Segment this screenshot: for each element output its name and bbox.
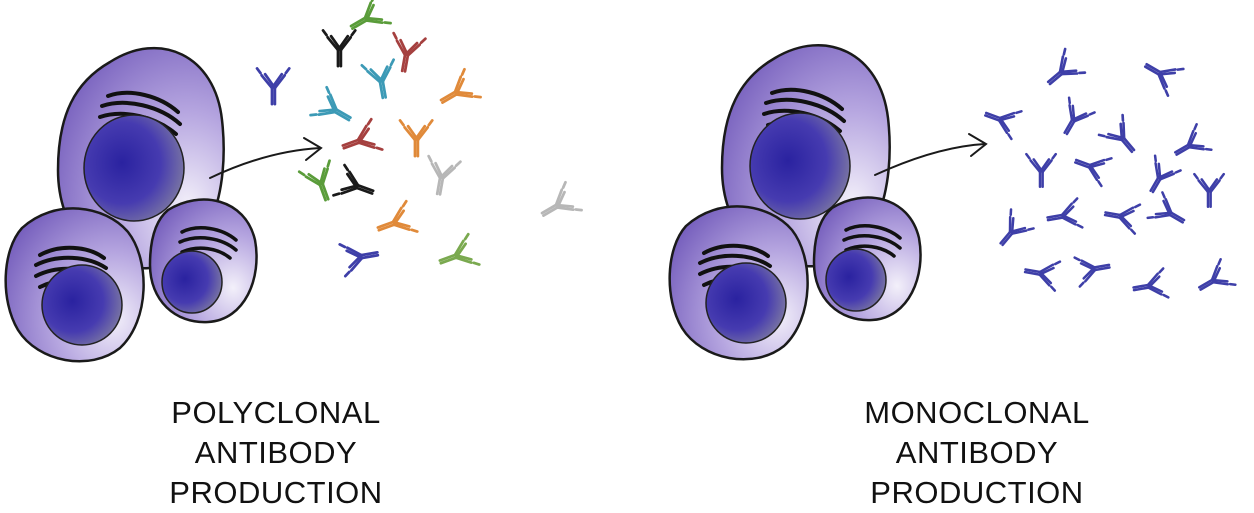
antibody-icon — [392, 31, 427, 73]
nucleus — [83, 114, 185, 222]
nucleus — [41, 264, 123, 346]
antibody-icon — [1046, 47, 1087, 86]
antibody-icon — [1149, 154, 1182, 194]
caption-line: MONOCLONAL — [864, 395, 1090, 430]
antibody-icon — [1103, 203, 1142, 235]
caption-line: POLYCLONAL — [171, 395, 381, 430]
antibody-icon — [321, 29, 357, 68]
antibody-icon — [1097, 113, 1136, 154]
antibody-icon — [1046, 197, 1084, 229]
antibody-icon — [360, 58, 395, 100]
caption-line: PRODUCTION — [870, 475, 1084, 510]
nucleus — [749, 112, 851, 220]
antibody-icon — [341, 117, 384, 151]
plasma-cell — [148, 198, 258, 324]
antibody-icon — [439, 67, 482, 104]
antibody-icon — [999, 208, 1035, 247]
antibody-icon — [1132, 267, 1170, 299]
antibody-icon — [1023, 260, 1062, 292]
antibody-icon — [1174, 122, 1213, 156]
polyclonal-panel — [4, 0, 583, 363]
antibody-icon — [332, 163, 375, 197]
secretion-arrow — [874, 133, 988, 176]
antibody-icon — [1063, 96, 1096, 136]
polyclonal-antibody-cloud — [255, 0, 583, 278]
antibody-icon — [1074, 157, 1113, 188]
antibody-icon — [349, 0, 392, 30]
monoclonal-antibody-cloud — [984, 47, 1237, 299]
polyclonal-caption: POLYCLONAL ANTIBODY PRODUCTION — [111, 393, 441, 513]
antibody-icon — [255, 67, 291, 106]
caption-line: ANTIBODY — [895, 435, 1059, 470]
caption-line: PRODUCTION — [169, 475, 383, 510]
antibody-icon — [398, 119, 434, 158]
plasma-cell — [4, 207, 145, 363]
plasma-cell — [812, 196, 922, 322]
antibody-icon — [1193, 172, 1226, 208]
monoclonal-panel — [668, 43, 1237, 361]
antibody-icon — [984, 110, 1023, 141]
antibody-icon — [1025, 152, 1058, 188]
nucleus — [705, 262, 787, 344]
antibody-icon — [338, 243, 380, 278]
antibody-icon — [1143, 62, 1185, 97]
antibody-icon — [376, 199, 419, 233]
antibody-icon — [1146, 191, 1186, 224]
antibody-icon — [540, 180, 583, 217]
antibody-icon — [438, 232, 481, 266]
caption-line: ANTIBODY — [194, 435, 358, 470]
golgi-stacks — [178, 226, 238, 260]
antibody-icon — [427, 154, 462, 196]
antibody-icon — [309, 85, 352, 122]
plasma-cell — [668, 205, 809, 361]
nucleus — [825, 248, 887, 312]
nucleus — [161, 250, 223, 314]
antibody-icon — [1073, 256, 1111, 288]
antibody-icon — [1198, 257, 1237, 291]
monoclonal-caption: MONOCLONAL ANTIBODY PRODUCTION — [812, 393, 1142, 513]
antibody-icon — [297, 159, 331, 202]
golgi-stacks — [842, 224, 902, 258]
secretion-arrow — [209, 137, 323, 179]
